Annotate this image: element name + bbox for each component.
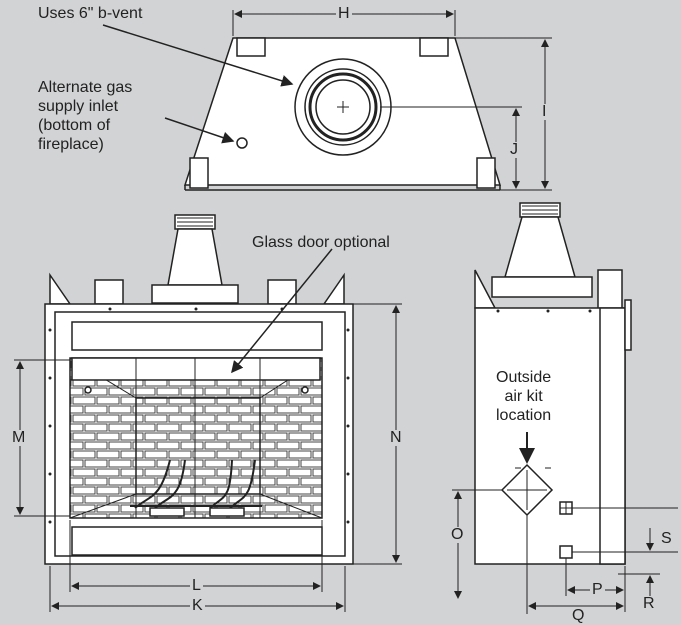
dim-label-p: P (590, 581, 605, 598)
dim-label-n: N (388, 429, 404, 446)
flue-stack-body (167, 228, 223, 286)
bottom-right-bracket (476, 157, 496, 189)
right-corner-fin (322, 272, 345, 305)
top-left-bracket (236, 37, 266, 57)
left-top-tab (94, 279, 124, 305)
dim-label-o: O (449, 526, 466, 543)
dim-label-m: M (10, 429, 28, 446)
top-callout-arrows (102, 24, 294, 144)
side-top-tab (597, 269, 623, 311)
outside-air-callout-label: Outside air kit location (496, 369, 552, 424)
electrical-knockout (559, 545, 573, 559)
dim-label-j: J (508, 141, 520, 158)
gas-inlet-callout-label: Alternate gas supply inlet (bottom of fi… (38, 79, 133, 153)
dim-label-h: H (336, 5, 352, 22)
side-flue-body (504, 216, 576, 278)
bottom-louver (71, 526, 323, 556)
vent-callout-label: Uses 6" b-vent (38, 5, 143, 22)
right-top-tab (267, 279, 297, 305)
burner-left (149, 507, 185, 517)
gas-inlet-circle (236, 137, 248, 149)
fireplace-hood (71, 357, 321, 381)
dim-label-q: Q (570, 607, 587, 624)
dim-label-l: L (190, 577, 203, 594)
rivets (48, 307, 350, 524)
glass-door-callout-label: Glass door optional (252, 234, 390, 251)
burner-right (209, 507, 245, 517)
dim-label-r: R (641, 595, 657, 612)
front-view (44, 214, 354, 565)
top-louver (71, 321, 323, 351)
top-right-bracket (419, 37, 449, 57)
brick-back-panel (135, 397, 261, 495)
left-corner-fin (49, 272, 72, 305)
side-view (474, 202, 632, 565)
bottom-left-bracket (189, 157, 209, 189)
top-view (183, 37, 502, 191)
dim-label-k: K (190, 597, 205, 614)
grate (130, 459, 262, 509)
dim-label-s: S (659, 530, 674, 547)
dim-label-i: I (540, 103, 549, 120)
glass-door-arrow (231, 248, 333, 374)
